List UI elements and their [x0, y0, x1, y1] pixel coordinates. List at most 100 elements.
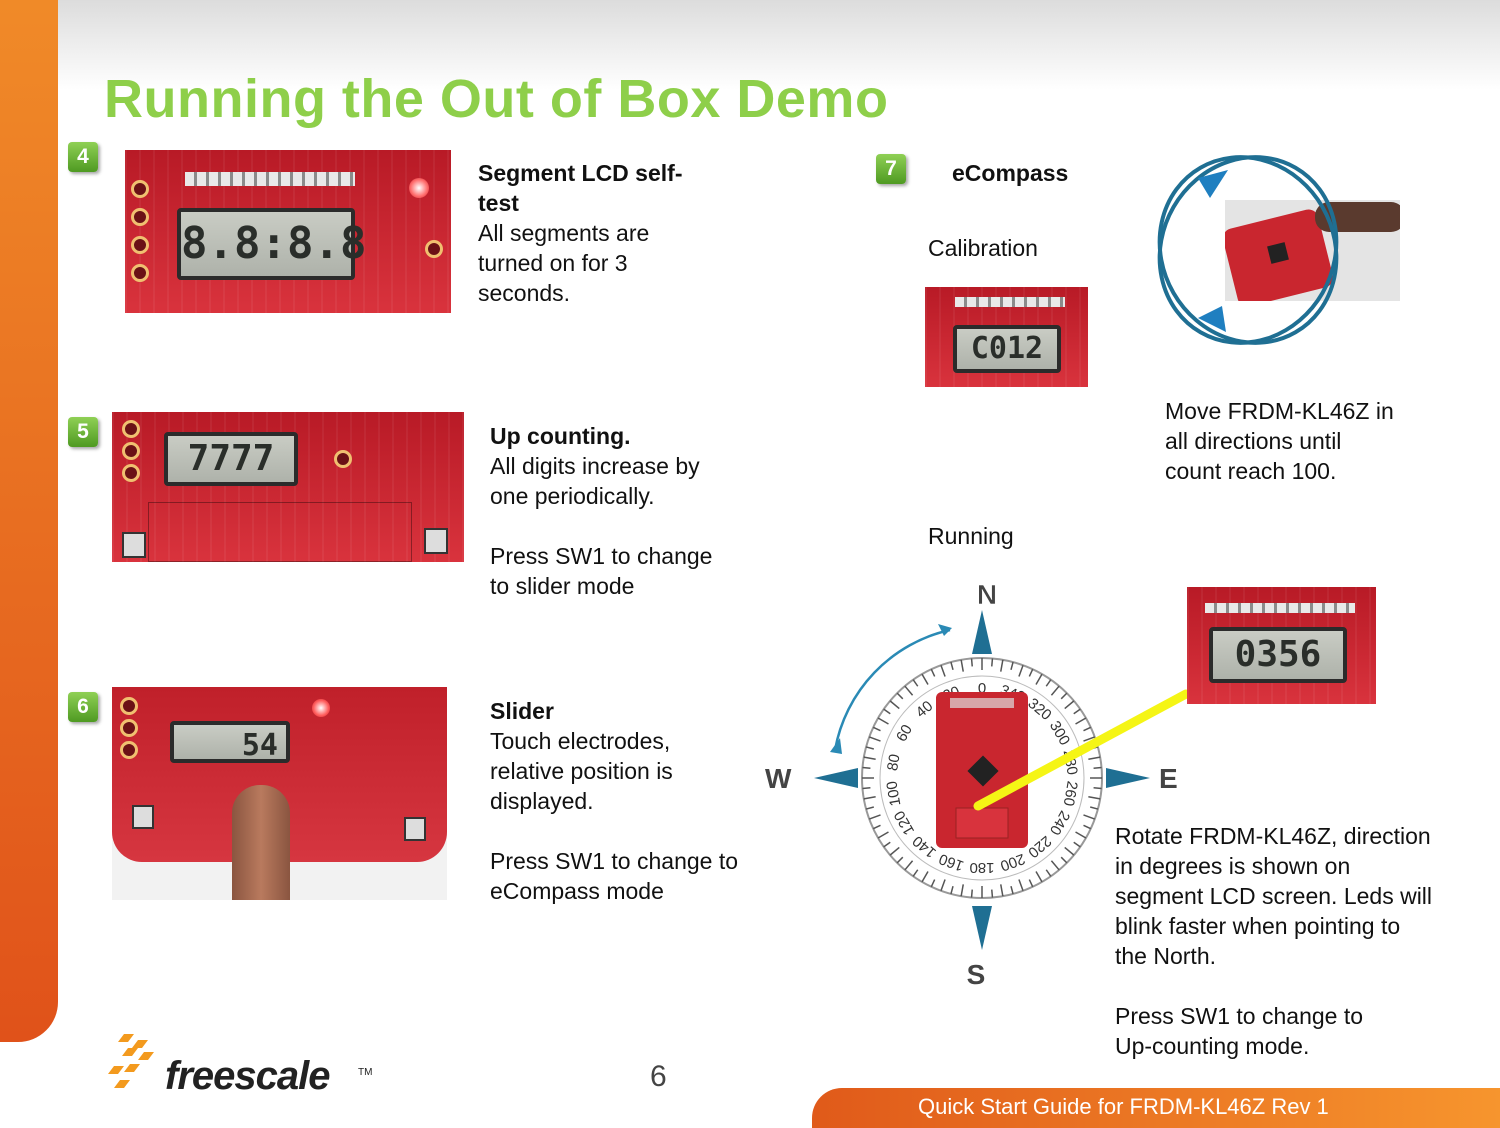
lcd-display: 7777	[164, 432, 298, 486]
board-in-hand-photo	[1225, 200, 1400, 301]
step-4-body-l3: seconds.	[478, 280, 571, 306]
dial-tick	[1064, 846, 1075, 856]
south-pointer	[972, 906, 992, 950]
orange-sidebar	[0, 0, 58, 1042]
calibration-photo: C012	[925, 287, 1088, 387]
degree-label: 260	[1060, 780, 1081, 808]
dial-tick	[862, 787, 871, 790]
dial-tick	[877, 717, 889, 725]
degree-label: 80	[884, 753, 904, 772]
dial-tick	[1060, 856, 1068, 864]
dial-tick	[1000, 659, 1004, 672]
step-4-heading-l1: Segment LCD self-	[478, 160, 683, 186]
rotation-orbit-icon	[1157, 155, 1339, 345]
dial-tick	[868, 736, 881, 742]
dial-tick	[1075, 831, 1087, 839]
dial-tick	[1089, 806, 1099, 810]
lcd-display: C012	[953, 325, 1061, 373]
step-6-body-l5: eCompass mode	[490, 878, 664, 904]
run-text-l7: Up-counting mode.	[1115, 1033, 1310, 1059]
dial-tick	[921, 673, 929, 685]
dial-tick	[1060, 692, 1068, 700]
dial-tick	[1093, 787, 1102, 790]
header-background	[0, 0, 1500, 90]
dial-tick	[865, 806, 875, 810]
dial-tick	[904, 860, 914, 871]
dial-tick	[1010, 661, 1014, 671]
step-4-body-l2: turned on for 3	[478, 250, 628, 276]
step-6-text: Slider Touch electrodes, relative positi…	[490, 696, 780, 906]
dial-tick	[872, 726, 881, 732]
step-5-body-l1: All digits increase by	[490, 453, 700, 479]
calibration-label: Calibration	[928, 235, 1038, 261]
dial-tick	[896, 692, 904, 700]
dial-tick	[970, 658, 973, 667]
dial-tick	[889, 846, 900, 856]
finger	[232, 785, 290, 900]
dial-tick	[1018, 879, 1024, 892]
east-label: E	[1159, 763, 1178, 794]
freescale-logo-text: freescale	[165, 1054, 330, 1098]
direction-pointer	[973, 689, 1191, 811]
dial-tick	[1010, 885, 1014, 895]
running-text: Rotate FRDM-KL46Z, direction in degrees …	[1115, 821, 1475, 1061]
step-5-body-l2: one periodically.	[490, 483, 655, 509]
dial-tick	[912, 679, 919, 687]
run-text-l4: blink faster when pointing to	[1115, 913, 1401, 939]
dial-tick	[950, 661, 954, 671]
dial-tick	[1083, 824, 1092, 830]
lcd-selftest-photo: 8.8:8.8	[125, 150, 451, 313]
dial-tick	[1050, 685, 1060, 696]
trademark: TM	[358, 1067, 373, 1078]
run-text-l1: Rotate FRDM-KL46Z, direction	[1115, 823, 1431, 849]
degree-label: 100	[883, 780, 904, 808]
dial-tick	[896, 856, 904, 864]
dial-tick	[877, 831, 889, 839]
dial-tick	[1028, 879, 1034, 888]
dial-tick	[1083, 814, 1096, 820]
dial-tick	[1064, 700, 1075, 710]
footer-bar	[812, 1088, 1500, 1128]
lcd-display: 8.8:8.8	[177, 208, 366, 280]
dial-tick	[862, 766, 871, 769]
dial-tick	[863, 796, 876, 800]
led-glow	[312, 699, 330, 717]
north-pointer	[972, 610, 992, 654]
dial-tick	[960, 884, 964, 897]
west-pointer	[814, 768, 858, 788]
step-5-body-l4: to slider mode	[490, 573, 635, 599]
dial-tick	[1035, 673, 1043, 685]
step-5-heading: Up counting.	[490, 423, 631, 449]
run-text-l3: segment LCD screen. Leds will	[1115, 883, 1433, 909]
lcd-display: 54	[170, 721, 290, 763]
dial-tick	[912, 869, 919, 877]
south-label: S	[967, 959, 986, 990]
step-6-badge: 6	[68, 692, 98, 722]
compass-diagram: 0204060801001201401601802002202402602803…	[765, 579, 1191, 990]
dial-tick	[1083, 726, 1092, 732]
dial-tick	[1083, 736, 1096, 742]
dial-tick	[1088, 756, 1101, 760]
step-6-body-l1: Touch electrodes,	[490, 728, 671, 754]
step-4-body-l1: All segments are	[478, 220, 650, 246]
sw1-button	[424, 528, 448, 554]
run-text-l6: Press SW1 to change to	[1115, 1003, 1364, 1029]
degree-label: 0	[978, 680, 986, 697]
dial-tick	[883, 841, 891, 848]
dial-tick	[940, 664, 946, 677]
dial-tick	[991, 658, 994, 667]
dial-tick	[868, 814, 881, 820]
calib-text-l1: Move FRDM-KL46Z in	[1165, 398, 1394, 424]
running-lcd-photo: 0356	[1187, 587, 1376, 704]
rotation-arc-icon	[833, 628, 951, 751]
dial-tick	[1093, 766, 1102, 769]
dial-tick	[1050, 860, 1060, 871]
dial-tick	[1018, 664, 1024, 677]
dial-tick	[1035, 871, 1043, 883]
degree-label: 60	[893, 722, 916, 745]
dial-tick	[883, 708, 891, 715]
dial-tick	[991, 889, 994, 898]
dial-tick	[950, 885, 954, 895]
step-4-heading-l2: test	[478, 190, 519, 216]
dial-tick	[930, 879, 936, 888]
